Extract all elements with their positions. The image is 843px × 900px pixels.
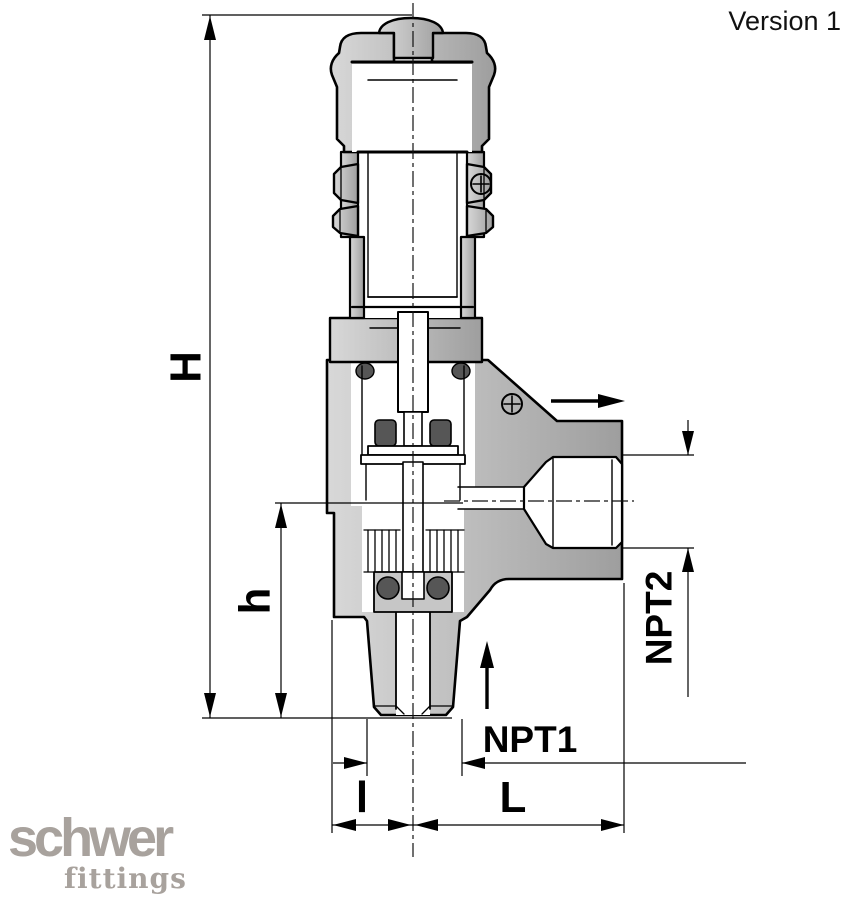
dim-label-h: h: [231, 588, 280, 615]
logo-brand-text: schwer: [8, 808, 174, 868]
set-screw-icon: [470, 173, 492, 195]
logo-sub-text: fittings: [64, 862, 187, 895]
seat-oring-left: [376, 576, 400, 600]
seat-oring-right: [426, 576, 450, 600]
dim-label-H: H: [162, 351, 211, 383]
dim-label-NPT1: NPT1: [483, 719, 578, 760]
dim-H-line: [202, 14, 452, 719]
outlet-thread-socket: [522, 455, 624, 550]
flow-arrows: [480, 394, 625, 709]
body-screw-icon: [501, 393, 523, 415]
dim-label-l: l: [356, 773, 368, 822]
dim-label-L: L: [500, 773, 527, 822]
brand-logo: schwer fittings: [8, 808, 187, 895]
dome-knob: [377, 16, 445, 60]
stem-seal-right: [429, 419, 452, 447]
dimension-arrowheads: [204, 16, 694, 831]
valve-body-group: [325, 16, 624, 717]
version-label: Version 1: [728, 6, 841, 36]
dim-bottom-line: [331, 583, 625, 833]
dim-h-line: [275, 502, 463, 718]
stem-seal-left: [374, 419, 397, 447]
dim-NPT2-line: [623, 420, 694, 697]
center-lines: [412, 3, 634, 857]
outlet-bore: [458, 487, 524, 509]
dim-label-NPT2: NPT2: [639, 571, 680, 666]
